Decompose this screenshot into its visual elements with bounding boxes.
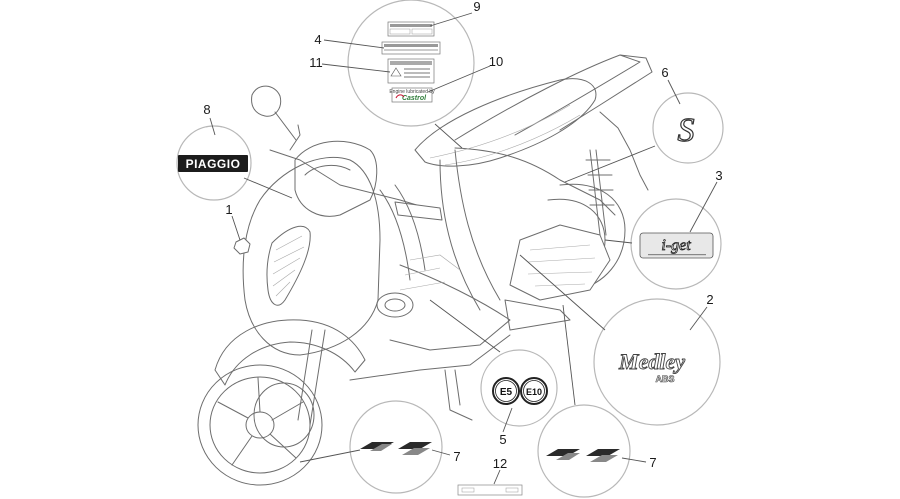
s-badge-circle: S — [652, 92, 724, 164]
callout-3: 3 — [715, 168, 722, 183]
callout-10: 10 — [489, 54, 503, 69]
medley-sub-text: ABS — [655, 374, 674, 384]
medley-badge-circle: Medley ABS — [593, 298, 721, 426]
e5-text: E5 — [500, 387, 513, 398]
e10-text: E10 — [526, 387, 542, 397]
s-badge-text: S — [678, 112, 695, 149]
small-label-12 — [457, 484, 523, 496]
label-sheet-circle: Engine lubricated by Castrol — [347, 0, 475, 127]
callout-2: 2 — [706, 292, 713, 307]
castrol-sticker: Engine lubricated by Castrol — [389, 87, 435, 103]
stripe-decal-circle-left — [349, 400, 443, 494]
callout-numbers: 1 2 3 4 5 6 7 7 8 9 10 11 12 — [203, 0, 722, 471]
medley-name-text: Medley — [618, 349, 685, 374]
scooter-drawing — [197, 54, 653, 486]
fuel-label-circle: E5 E10 — [480, 349, 558, 427]
stripe-decal-circle-right — [537, 404, 631, 498]
castrol-brand-text: Castrol — [402, 95, 427, 102]
callout-11: 11 — [309, 55, 323, 70]
iget-badge-text: i-get — [661, 237, 691, 254]
callout-5: 5 — [499, 432, 506, 447]
callout-7-right: 7 — [649, 455, 656, 470]
callout-7-left: 7 — [453, 449, 460, 464]
callout-1: 1 — [225, 202, 232, 217]
callout-8: 8 — [203, 102, 210, 117]
castrol-top-text: Engine lubricated by — [389, 89, 435, 95]
callout-6: 6 — [661, 65, 668, 80]
leader-lines — [209, 12, 718, 485]
piaggio-logo-text: PIAGGIO — [186, 157, 241, 171]
callout-4: 4 — [314, 32, 321, 47]
piaggio-logo-circle: PIAGGIO — [176, 125, 252, 201]
callout-9: 9 — [473, 0, 480, 14]
callout-12: 12 — [493, 456, 507, 471]
iget-badge-circle: i-get — [630, 198, 722, 290]
